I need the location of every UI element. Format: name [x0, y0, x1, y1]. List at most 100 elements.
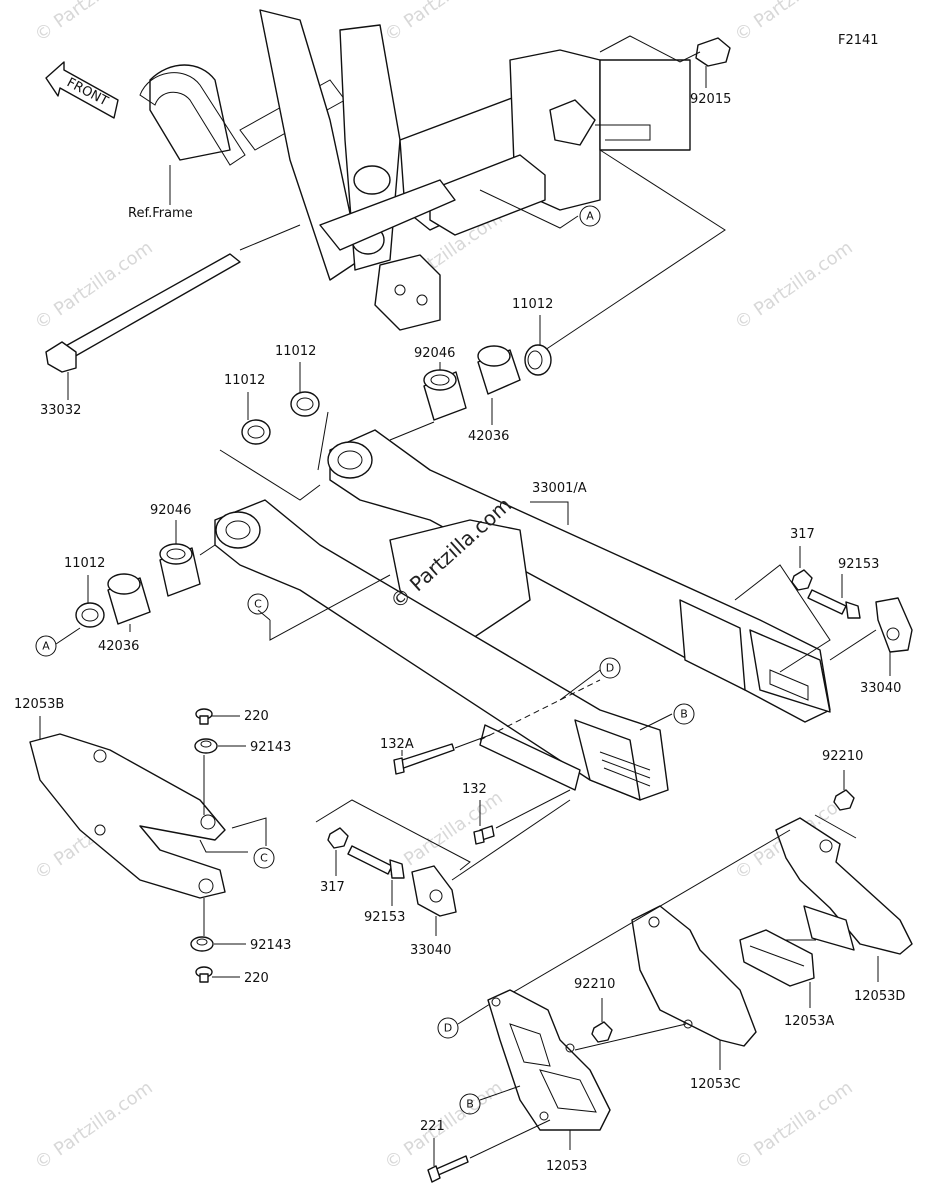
leader-line: [257, 609, 271, 621]
callout-a-left: [35, 635, 57, 657]
part-label-33040-left: 33040: [410, 943, 451, 958]
part-label-221: 221: [420, 1119, 445, 1134]
callout-c-lower-label: C: [260, 852, 268, 865]
chain-guide-12053d: [775, 817, 913, 955]
collar-42036-top: [477, 345, 521, 395]
leader-line: [530, 501, 569, 525]
screw-220-bottom: [195, 966, 213, 983]
callout-b-lower-label: B: [466, 1098, 474, 1111]
callout-d-label: D: [606, 662, 614, 675]
part-label-92153-right: 92153: [838, 557, 879, 572]
part-label-132: 132: [462, 782, 487, 797]
part-label-12053: 12053: [546, 1159, 587, 1174]
leader-line: [451, 799, 571, 881]
leader-line: [231, 817, 267, 846]
nut-317-right: [791, 569, 813, 591]
part-label-33032: 33032: [40, 403, 81, 418]
leader-line: [269, 574, 391, 641]
watermark: © Partzilla.com: [31, 0, 157, 46]
part-label-132a: 132A: [380, 737, 414, 752]
bearing-92046-left: [159, 543, 201, 597]
part-label-11012-left: 11012: [224, 373, 265, 388]
part-label-220-top: 220: [244, 709, 269, 724]
part-label-33001a: 33001/A: [532, 481, 587, 496]
callout-d-lower-label: D: [444, 1022, 452, 1035]
leader-line: [479, 1085, 521, 1101]
part-label-92143-top: 92143: [250, 740, 291, 755]
bushing-11012-top: [524, 344, 552, 376]
leader-line: [639, 713, 673, 731]
frame-illustration: [139, 9, 731, 331]
leader-line: [239, 224, 301, 251]
bushing-11012-mid: [290, 391, 320, 417]
part-label-12053c: 12053C: [690, 1077, 740, 1092]
part-label-12053a: 12053A: [784, 1014, 834, 1029]
adjuster-plate-33040-left: [411, 865, 457, 917]
callout-c-label: C: [254, 598, 262, 611]
callout-a-label: A: [586, 210, 594, 223]
front-arrow-icon: FRONT: [45, 61, 119, 119]
part-label-12053b: 12053B: [14, 697, 64, 712]
callout-a-left-label: A: [42, 640, 50, 653]
collar-92143-top: [194, 738, 218, 754]
collar-92143-bottom: [190, 936, 214, 952]
part-label-92210-right: 92210: [822, 749, 863, 764]
leader-line: [389, 421, 435, 441]
nut-92210-right: [833, 789, 855, 811]
chain-guide-12053: [487, 989, 611, 1131]
callout-d: [599, 657, 621, 679]
leader-line: [317, 411, 329, 471]
part-label-92210-lower: 92210: [574, 977, 615, 992]
chain-guide-pad-12053a: [739, 929, 815, 987]
screw-221: [427, 1155, 469, 1183]
pivot-shaft: [45, 253, 241, 373]
leader-line: [734, 564, 831, 673]
bolt-132: [473, 825, 495, 845]
part-label-92046-left: 92046: [150, 503, 191, 518]
part-label-42036-top: 42036: [468, 429, 509, 444]
callout-b: [673, 703, 695, 725]
leader-line: [814, 814, 857, 839]
leader-line: [479, 189, 579, 229]
leader-line: [599, 35, 701, 63]
part-label-11012-far-left: 11012: [64, 556, 105, 571]
leader-line: [574, 1023, 687, 1051]
leader-line: [454, 734, 491, 749]
leader-line: [499, 829, 791, 1001]
watermark: © Partzilla.com: [31, 1077, 157, 1174]
leader-line: [55, 627, 81, 645]
callout-d-lower: [437, 1017, 459, 1039]
swingarm: [214, 429, 831, 801]
chain-slider-12053b: [29, 733, 226, 899]
leader-line: [559, 669, 601, 701]
part-label-92015: 92015: [690, 92, 731, 107]
dashed-leader: [479, 679, 601, 741]
callout-a: [579, 205, 601, 227]
watermark: © Partzilla.com: [731, 1077, 857, 1174]
bolt-132a: [393, 743, 455, 775]
callout-c-lower: [253, 847, 275, 869]
part-label-42036-left: 42036: [98, 639, 139, 654]
part-label-92046-top: 92046: [414, 346, 455, 361]
part-label-92143-bottom: 92143: [250, 938, 291, 953]
part-label-12053d: 12053D: [854, 989, 905, 1004]
nut-317-left: [327, 827, 349, 849]
callout-c: [247, 593, 269, 615]
leader-line: [469, 1119, 551, 1159]
bolt-92153-left: [347, 845, 405, 879]
watermark: © Partzilla.com: [731, 237, 857, 334]
bushing-11012-left: [241, 419, 271, 445]
leader-line: [495, 789, 571, 829]
leader-line: [219, 449, 321, 501]
watermark: © Partzilla.com: [381, 0, 507, 46]
ref-frame-label: Ref.Frame: [128, 206, 193, 221]
bushing-11012-far-left: [75, 602, 105, 628]
callout-b-lower: [459, 1093, 481, 1115]
part-label-220-bottom: 220: [244, 971, 269, 986]
adjuster-plate-33040-right: [875, 597, 913, 653]
chain-guide-12053c: [631, 905, 757, 1047]
diagram-code: F2141: [838, 33, 879, 48]
leader-line: [315, 799, 471, 871]
leader-line: [457, 1003, 491, 1025]
